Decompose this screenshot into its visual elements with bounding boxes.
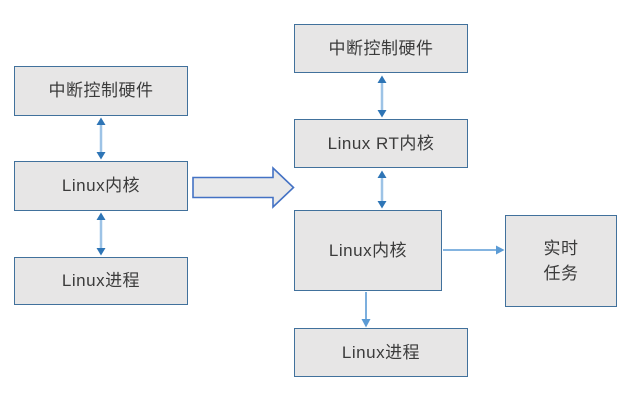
box-right-linux-kernel: Linux内核 bbox=[294, 210, 442, 291]
bidirectional-arrow-icon bbox=[377, 75, 387, 118]
box-right-linux-rt-kernel-label: Linux RT内核 bbox=[327, 133, 435, 153]
box-right-interrupt-hw: 中断控制硬件 bbox=[294, 24, 468, 73]
box-left-interrupt-hw-label: 中断控制硬件 bbox=[48, 81, 154, 101]
box-left-linux-kernel-label: Linux内核 bbox=[61, 176, 141, 196]
box-left-interrupt-hw: 中断控制硬件 bbox=[14, 66, 188, 116]
box-realtime-task-label: 实时 任务 bbox=[543, 238, 579, 284]
bidirectional-arrow-icon bbox=[377, 170, 387, 209]
box-right-interrupt-hw-label: 中断控制硬件 bbox=[328, 38, 434, 58]
box-right-linux-process-label: Linux进程 bbox=[341, 342, 421, 362]
down-arrow-icon bbox=[361, 292, 371, 328]
box-right-linux-kernel-label: Linux内核 bbox=[328, 240, 408, 260]
box-realtime-task: 实时 任务 bbox=[505, 215, 617, 307]
bidirectional-arrow-icon bbox=[96, 212, 106, 256]
box-left-linux-kernel: Linux内核 bbox=[14, 161, 188, 211]
box-left-linux-process: Linux进程 bbox=[14, 257, 188, 305]
bidirectional-arrow-icon bbox=[96, 117, 106, 160]
box-left-linux-process-label: Linux进程 bbox=[61, 271, 141, 291]
box-right-linux-process: Linux进程 bbox=[294, 328, 468, 377]
box-right-linux-rt-kernel: Linux RT内核 bbox=[294, 119, 468, 168]
big-transform-arrow-icon bbox=[192, 166, 295, 209]
right-arrow-icon bbox=[443, 245, 505, 255]
